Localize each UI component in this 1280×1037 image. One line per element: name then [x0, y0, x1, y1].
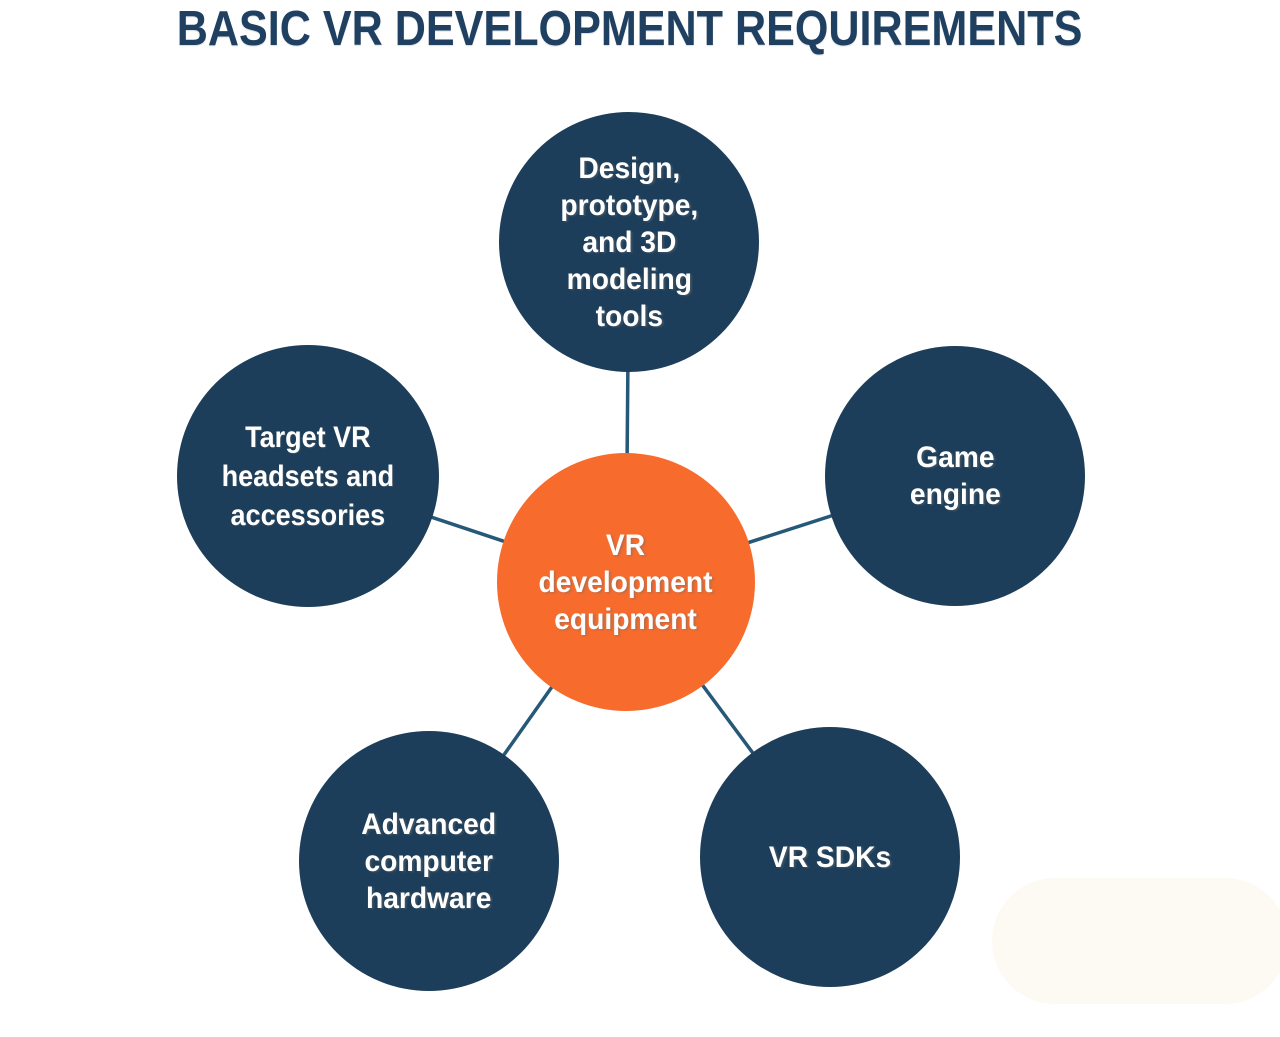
node-center-label: VR development equipment — [539, 528, 713, 636]
node-game-engine: Game engine — [825, 346, 1085, 606]
node-vr-sdks-label: VR SDKs — [768, 840, 892, 874]
page-title-text: BASIC VR DEVELOPMENT REQUIREMENTS — [177, 2, 1083, 56]
node-computer-hardware: Advanced computer hardware — [299, 731, 559, 991]
node-vr-headsets: Target VR headsets and accessories — [177, 345, 439, 607]
node-design-tools-label: Design, prototype, and 3D modeling tools — [560, 151, 698, 333]
node-vr-sdks: VR SDKs — [700, 727, 960, 987]
node-center-vr-development-equipment: VR development equipment — [497, 453, 755, 711]
node-vr-headsets-label: Target VR headsets and accessories — [221, 420, 395, 532]
corner-highlight-decoration — [992, 878, 1280, 1004]
page-title: BASIC VR DEVELOPMENT REQUIREMENTS — [0, 4, 1260, 54]
node-computer-hardware-label: Advanced computer hardware — [361, 807, 497, 915]
node-game-engine-label: Game engine — [909, 441, 1001, 511]
node-design-tools: Design, prototype, and 3D modeling tools — [499, 112, 759, 372]
